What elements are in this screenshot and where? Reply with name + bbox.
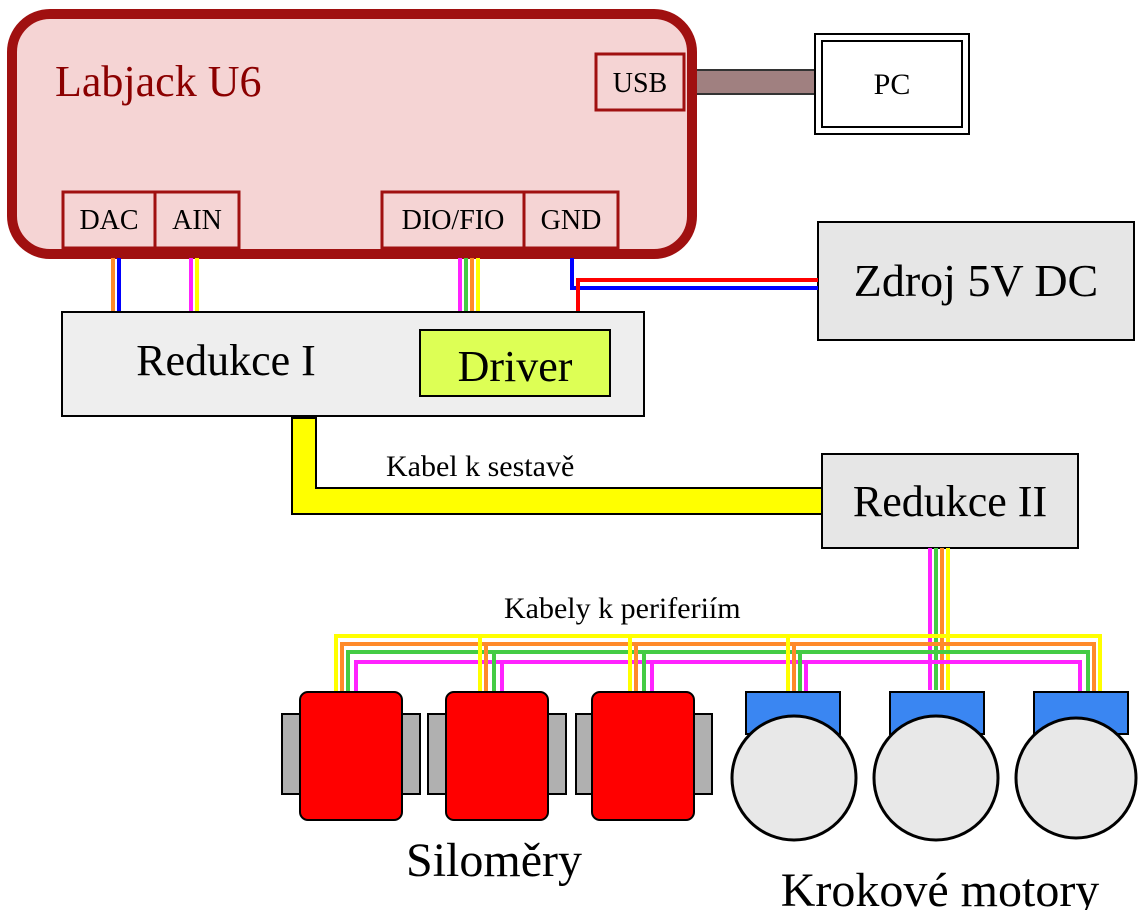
ain-wires xyxy=(189,258,199,314)
gnd-port-label: GND xyxy=(541,205,602,236)
usb-port-label: USB xyxy=(613,68,667,99)
stepper-motor-3 xyxy=(1014,691,1138,840)
redukce-2-box: Redukce II xyxy=(821,453,1079,549)
usb-port: USB xyxy=(594,52,686,112)
load-cell-2 xyxy=(427,691,567,821)
redukce-1-label: Redukce I xyxy=(136,336,316,385)
load-cell-3 xyxy=(575,691,713,821)
load-cell-1 xyxy=(281,691,421,821)
driver-box: Driver xyxy=(419,329,611,397)
dac-port-label: DAC xyxy=(79,205,138,236)
ain-port-label: AIN xyxy=(172,205,222,236)
dio-fio-port: DIO/FIO xyxy=(380,190,526,250)
labjack-device: Labjack U6 USB DAC AIN DIO/FIO GND xyxy=(7,9,697,259)
driver-label: Driver xyxy=(458,342,573,391)
power-supply-label: Zdroj 5V DC xyxy=(854,255,1099,306)
load-cells-label: Siloměry xyxy=(406,834,582,887)
redukce-2-label: Redukce II xyxy=(853,477,1047,526)
peripheral-cable-bundle xyxy=(334,548,1102,692)
ain-port: AIN xyxy=(153,190,241,250)
assembly-cable-label: Kabel k sestavě xyxy=(386,450,574,483)
usb-cable xyxy=(679,69,821,95)
dac-port: DAC xyxy=(61,190,157,250)
peripheral-cables-label: Kabely k periferiím xyxy=(504,592,741,625)
stepper-motors-label: Krokové motory xyxy=(781,864,1100,910)
pc-box: PC xyxy=(814,33,970,135)
gnd-port: GND xyxy=(522,190,620,250)
stepper-motor-1 xyxy=(730,691,858,842)
dio-fio-port-label: DIO/FIO xyxy=(402,205,505,236)
pc-label: PC xyxy=(874,68,911,101)
stepper-motor-2 xyxy=(872,691,1000,842)
power-supply-box: Zdroj 5V DC xyxy=(817,221,1135,341)
labjack-title: Labjack U6 xyxy=(55,57,261,106)
dac-wires xyxy=(111,258,121,314)
